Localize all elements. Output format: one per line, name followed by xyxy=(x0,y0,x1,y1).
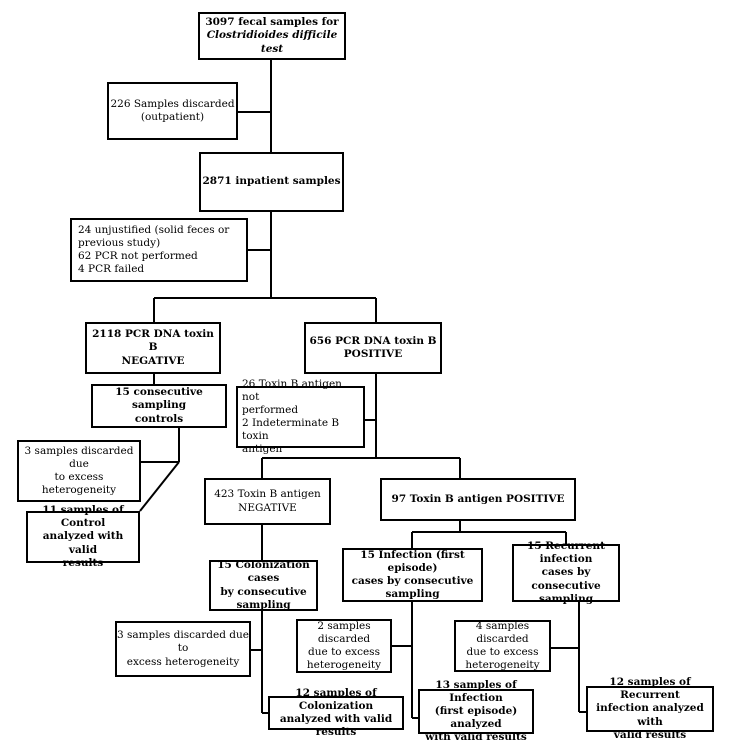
antigen-excluded-line1: 26 Toxin B antigen not xyxy=(242,377,342,403)
controls-valid-line3: results xyxy=(62,556,104,569)
fecal-samples-line1: 3097 fecal samples for xyxy=(205,16,339,29)
fecal-samples-line2: Clostridioides difficile test xyxy=(206,29,338,55)
recurrent-valid-line2: infection analyzed with xyxy=(596,702,704,728)
outpatient-discarded-line1: 226 Samples discarded xyxy=(110,97,235,110)
excluded-line3: 62 PCR not performed xyxy=(78,250,198,262)
controls-sampling-line2: controls xyxy=(134,412,184,425)
controls-discarded-box: 3 samples discarded due to excess hetero… xyxy=(17,440,141,502)
controls-sampling-box: 15 consecutive sampling controls xyxy=(91,384,227,428)
excluded-box: 24 unjustified (solid feces or previous … xyxy=(70,218,248,282)
infection-discarded-line1: 2 samples discarded xyxy=(317,619,371,645)
infection-valid-line1: 13 samples of Infection xyxy=(435,678,517,704)
controls-valid-box: 11 samples of Control analyzed with vali… xyxy=(26,504,140,569)
colonization-sampling-box: 15 Colonization cases by consecutive sam… xyxy=(209,559,318,611)
antigen-excluded-line3: 2 Indeterminate B toxin xyxy=(242,417,340,443)
outpatient-discarded-line2: (outpatient) xyxy=(140,111,205,123)
pcr-negative-box: 2118 PCR DNA toxin B NEGATIVE xyxy=(85,322,221,374)
connector xyxy=(139,461,180,512)
pcr-positive-box: 656 PCR DNA toxin B POSITIVE xyxy=(304,322,442,374)
colonization-sampling-line1: 15 Colonization cases xyxy=(217,559,310,585)
recurrent-sampling-line2: cases by consecutive xyxy=(531,566,601,592)
outpatient-discarded-box: 226 Samples discarded (outpatient) xyxy=(107,82,238,140)
pcr-positive-line1: 656 PCR DNA toxin B xyxy=(309,334,437,347)
controls-discarded-line1: 3 samples discarded due xyxy=(24,444,134,470)
infection-sampling-line1: 15 Infection (first episode) xyxy=(360,548,465,574)
antigen-excluded-line2: performed xyxy=(242,403,299,416)
colonization-valid-line2: analyzed with valid results xyxy=(279,713,393,739)
excluded-line4: 4 PCR failed xyxy=(78,263,145,276)
colonization-discarded-line2: excess heterogeneity xyxy=(126,655,240,668)
infection-discarded-line3: heterogeneity xyxy=(306,659,382,672)
antigen-excluded-box: 26 Toxin B antigen not performed 2 Indet… xyxy=(236,378,365,455)
pcr-positive-line2: POSITIVE xyxy=(343,348,403,360)
fecal-samples-box: 3097 fecal samples for Clostridioides di… xyxy=(198,12,346,60)
antigen-positive-text: 97 Toxin B antigen POSITIVE xyxy=(391,492,565,505)
recurrent-valid-line3: valid results xyxy=(613,728,687,741)
recurrent-valid-line1: 12 samples of Recurrent xyxy=(609,676,691,702)
controls-valid-line2: analyzed with valid xyxy=(42,530,124,556)
antigen-negative-line2: NEGATIVE xyxy=(238,501,297,514)
recurrent-valid-box: 12 samples of Recurrent infection analyz… xyxy=(586,676,714,741)
inpatient-text: 2871 inpatient samples xyxy=(202,175,341,188)
controls-sampling-line1: 15 consecutive sampling xyxy=(115,386,203,412)
infection-sampling-box: 15 Infection (first episode) cases by co… xyxy=(342,548,483,602)
recurrent-sampling-box: 15 Recurrent infection cases by consecut… xyxy=(512,540,620,605)
antigen-negative-line1: 423 Toxin B antigen xyxy=(214,488,321,501)
recurrent-sampling-line1: 15 Recurrent infection xyxy=(527,540,605,566)
colonization-valid-line1: 12 samples of Colonization xyxy=(295,686,377,712)
colonization-discarded-box: 3 samples discarded due to excess hetero… xyxy=(115,621,251,677)
recurrent-discarded-line2: due to excess xyxy=(466,646,539,658)
colonization-sampling-line2: by consecutive xyxy=(220,585,307,598)
colonization-discarded-line1: 3 samples discarded due to xyxy=(117,629,249,655)
pcr-negative-line1: 2118 PCR DNA toxin B xyxy=(92,328,214,354)
inpatient-box: 2871 inpatient samples xyxy=(199,152,344,212)
antigen-negative-box: 423 Toxin B antigen NEGATIVE xyxy=(204,478,331,525)
excluded-line1: 24 unjustified (solid feces or xyxy=(78,223,230,236)
antigen-positive-box: 97 Toxin B antigen POSITIVE xyxy=(380,478,576,521)
excluded-line2: previous study) xyxy=(78,236,161,249)
pcr-negative-line2: NEGATIVE xyxy=(121,354,185,367)
infection-valid-line2: (first episode) analyzed xyxy=(434,704,518,731)
infection-sampling-line2: cases by consecutive sampling xyxy=(351,575,474,601)
recurrent-discarded-box: 4 samples discarded due to excess hetero… xyxy=(454,620,551,672)
infection-discarded-line2: due to excess xyxy=(308,646,380,658)
controls-discarded-line2: to excess heterogeneity xyxy=(41,471,117,497)
controls-valid-line1: 11 samples of Control xyxy=(42,504,124,530)
recurrent-sampling-line3: sampling xyxy=(538,592,594,605)
infection-valid-box: 13 samples of Infection (first episode) … xyxy=(418,679,534,743)
infection-valid-line3: with valid results xyxy=(425,731,527,744)
infection-discarded-box: 2 samples discarded due to excess hetero… xyxy=(296,619,392,673)
recurrent-discarded-line3: heterogeneity xyxy=(465,659,540,672)
antigen-excluded-line4: antigen xyxy=(242,443,283,456)
colonization-sampling-line3: sampling xyxy=(236,598,291,611)
recurrent-discarded-line1: 4 samples discarded xyxy=(475,619,530,645)
colonization-valid-box: 12 samples of Colonization analyzed with… xyxy=(268,687,404,738)
